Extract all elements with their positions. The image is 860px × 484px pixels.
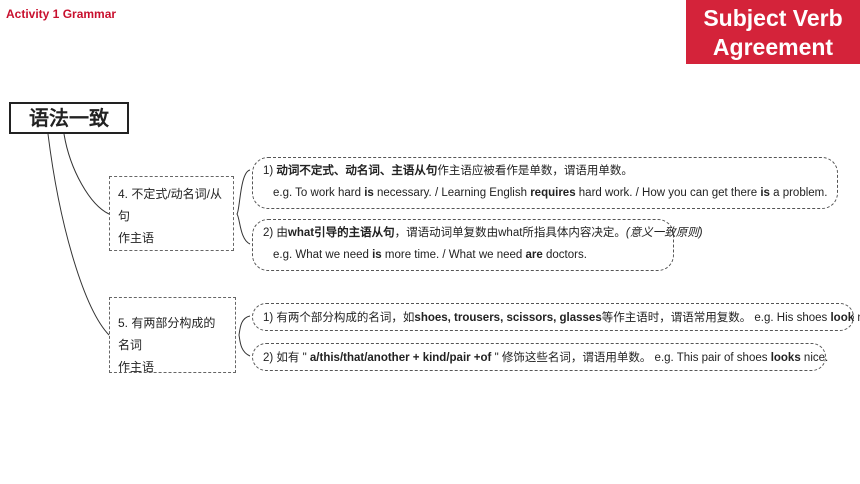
text-segment: more time. / What we need (381, 249, 526, 261)
category-5-line2: 作主语 (118, 360, 155, 374)
text-segment: e.g. To work hard (273, 187, 365, 199)
title-banner: Subject Verb Agreement (686, 0, 860, 64)
text-segment: 等作主语时，谓语常用复数。 e.g. His shoes (601, 312, 831, 324)
rule-node-4-1: 1) 动词不定式、动名词、主语从句作主语应被看作是单数，谓语用单数。 e.g. … (252, 157, 838, 209)
title-line-1: Subject Verb (703, 5, 843, 31)
rule-node-5-2: 2) 如有 " a/this/that/another + kind/pair … (252, 343, 829, 371)
emphasis-text: is (364, 187, 374, 199)
text-segment: 1) 有两个部分构成的名词，如 (263, 312, 415, 324)
emphasis-text: look (830, 312, 855, 324)
text-segment: a problem. (769, 187, 828, 199)
emphasis-text: a/this/that/another + kind/pair +of (309, 352, 492, 364)
title-line-2: Agreement (712, 34, 834, 60)
rule-example: e.g. To work hard is necessary. / Learni… (263, 182, 827, 204)
root-node: 语法一致 (9, 102, 129, 134)
rule-node-5-1: 1) 有两个部分构成的名词，如shoes, trousers, scissors… (252, 303, 860, 331)
text-segment: doctors. (542, 249, 587, 261)
emphasis-text: are (525, 249, 543, 261)
rule-example: e.g. What we need is more time. / What w… (263, 244, 663, 266)
text-segment: e.g. What we need (273, 249, 373, 261)
rule-node-4-2: 2) 由what引导的主语从句，谓语动词单复数由what所指具体内容决定。(意义… (252, 219, 703, 271)
activity-label: Activity 1 Grammar (6, 7, 117, 21)
text-segment: necessary. / Learning English (373, 187, 531, 199)
category-node-5: 5. 有两部分构成的名词 作主语 (109, 297, 236, 374)
text-segment: nice. (854, 312, 860, 324)
text-segment: " 修饰这些名词，谓语用单数。 e.g. This pair of shoes (491, 352, 771, 364)
category-4-line1: 4. 不定式/动名词/从句 (118, 187, 223, 223)
category-5-line1: 5. 有两部分构成的名词 (118, 316, 216, 352)
rule-text: 2) 由what引导的主语从句，谓语动词单复数由what所指具体内容决定。(意义… (263, 227, 703, 239)
emphasis-text: is (760, 187, 770, 199)
text-segment: nice. (800, 352, 829, 364)
emphasis-text: shoes, trousers, scissors, glasses (414, 312, 602, 324)
emphasis-text: requires (530, 187, 576, 199)
emphasis-text: looks (770, 352, 801, 364)
category-node-4: 4. 不定式/动名词/从句 作主语 (109, 176, 234, 251)
text-segment: 2) 如有 " (263, 352, 310, 364)
text-segment: hard work. / How you can get there (575, 187, 761, 199)
rule-text: 1) 动词不定式、动名词、主语从句作主语应被看作是单数，谓语用单数。 (263, 165, 633, 177)
category-4-line2: 作主语 (118, 231, 155, 245)
emphasis-text: is (372, 249, 382, 261)
